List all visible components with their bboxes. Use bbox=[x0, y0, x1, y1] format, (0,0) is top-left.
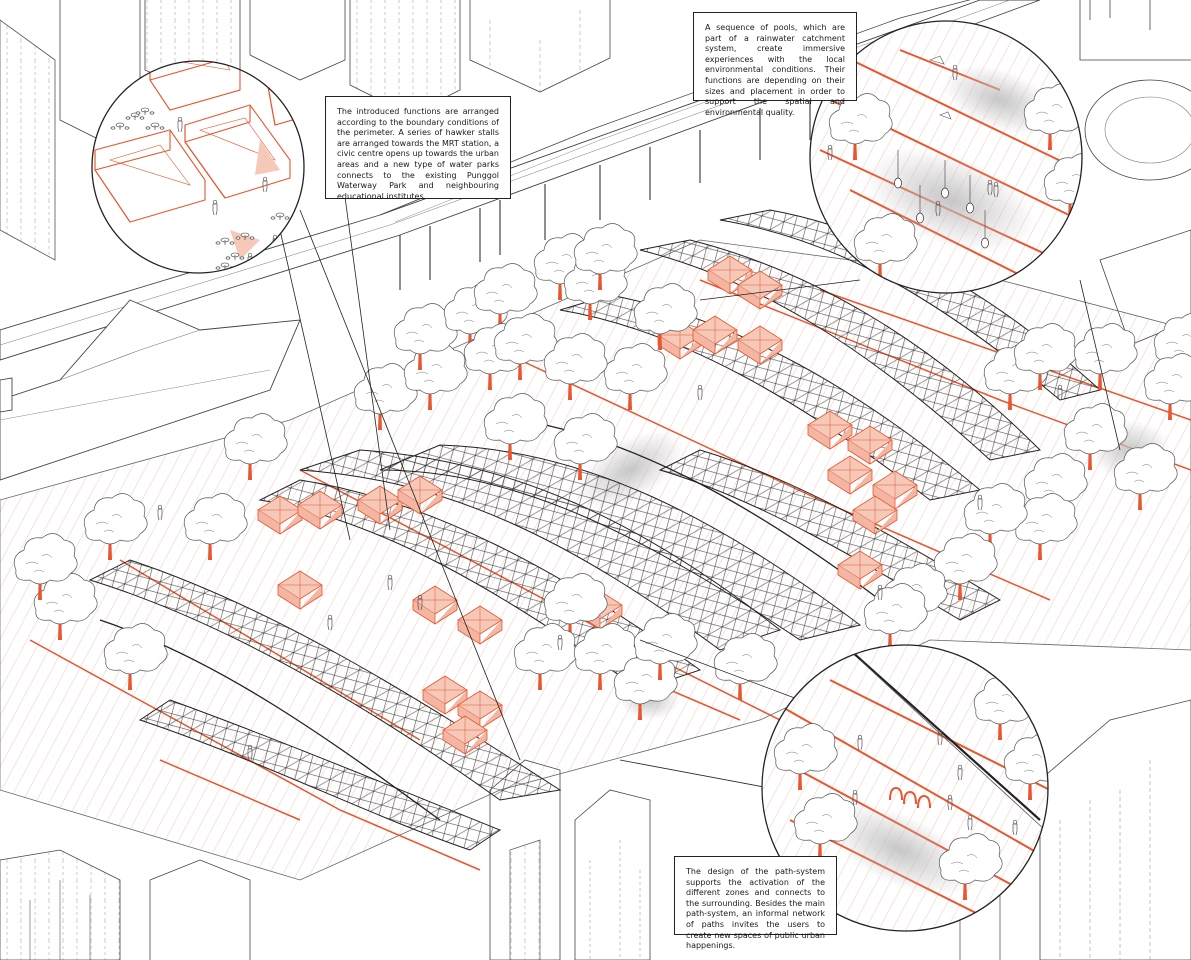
station-building bbox=[0, 299, 301, 481]
leader-lines bbox=[279, 159, 1121, 791]
callout-pools: A sequence of pools, which are part of a… bbox=[693, 12, 857, 117]
callout-functions: The introduced functions are arranged ac… bbox=[325, 96, 511, 201]
callout-paths: The design of the path-system supports t… bbox=[674, 856, 837, 950]
detail-circle-pools bbox=[809, 20, 1083, 294]
